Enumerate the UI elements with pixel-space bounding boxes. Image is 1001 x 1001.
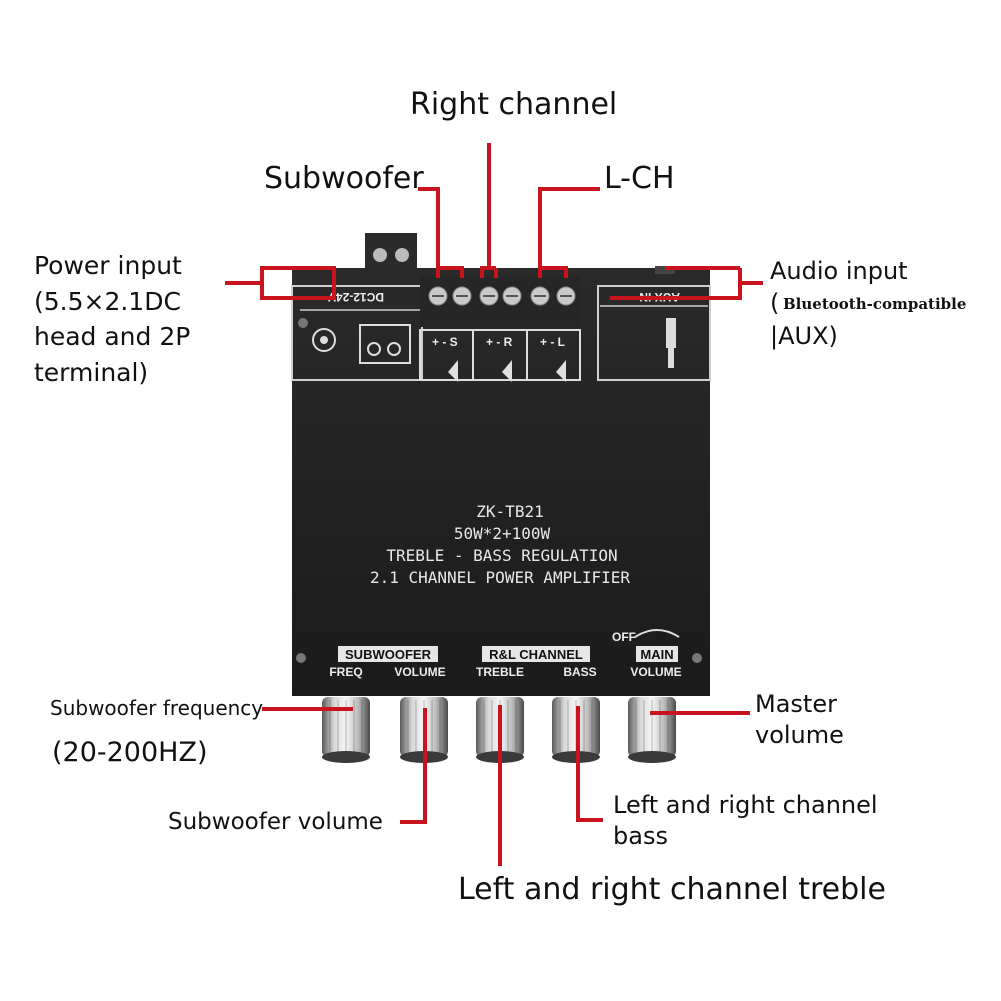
group-main: MAIN: [640, 647, 673, 662]
knob-label-sub-volume: VOLUME: [394, 665, 445, 679]
speaker-terminal-block: [419, 277, 581, 381]
label-master-volume-2: volume: [755, 721, 844, 749]
label-bluetooth: Bluetooth-compatible: [783, 295, 967, 313]
label-audio-input: Audio input: [770, 257, 908, 285]
label-sub-frequency: Subwoofer frequency: [50, 696, 264, 720]
group-subwoofer: SUBWOOFER: [345, 647, 432, 662]
main-volume-knob[interactable]: [628, 697, 676, 763]
speaker-label-l: + - L: [540, 335, 565, 349]
amplifier-board: [292, 268, 710, 696]
label-master-volume: Master: [755, 690, 837, 718]
label-aux: |AUX): [770, 322, 838, 350]
label-lr-bass-2: bass: [613, 822, 668, 850]
label-lr-treble: Left and right channel treble: [458, 872, 886, 907]
power-terminal-block: [365, 233, 417, 271]
knob-label-freq: FREQ: [329, 665, 362, 679]
board-model: ZK-TB21: [476, 502, 543, 521]
label-power-input-4: terminal): [34, 358, 149, 387]
label-subwoofer: Subwoofer: [264, 161, 424, 196]
off-label: OFF: [612, 630, 636, 644]
label-power-input-2: (5.5×2.1DC: [34, 287, 181, 316]
knob-label-bass: BASS: [563, 665, 596, 679]
leader-lines: [225, 143, 763, 866]
speaker-label-r: + - R: [486, 335, 513, 349]
label-sub-volume: Subwoofer volume: [168, 809, 383, 835]
label-sub-frequency-range: (20-200HZ): [52, 737, 208, 768]
freq-knob[interactable]: [322, 697, 370, 763]
label-lr-bass: Left and right channel: [613, 791, 878, 819]
speaker-icons: [436, 360, 566, 382]
knob-label-main-volume: VOLUME: [630, 665, 681, 679]
speaker-label-s: + - S: [432, 335, 458, 349]
dc-input-section: DC12-24V: [291, 285, 423, 381]
knob-label-treble: TREBLE: [476, 665, 524, 679]
label-right-channel: Right channel: [410, 87, 618, 122]
label-audio-input-paren: (: [770, 289, 780, 317]
label-l-ch: L-CH: [604, 161, 675, 196]
label-power-input: Power input: [34, 251, 182, 280]
board-power: 50W*2+100W: [454, 524, 551, 543]
dc-label: DC12-24V: [328, 290, 384, 304]
label-power-input-3: head and 2P: [34, 322, 191, 351]
board-feature: TREBLE - BASS REGULATION: [386, 546, 617, 565]
group-rl-channel: R&L CHANNEL: [489, 647, 583, 662]
board-type: 2.1 CHANNEL POWER AMPLIFIER: [370, 568, 630, 587]
